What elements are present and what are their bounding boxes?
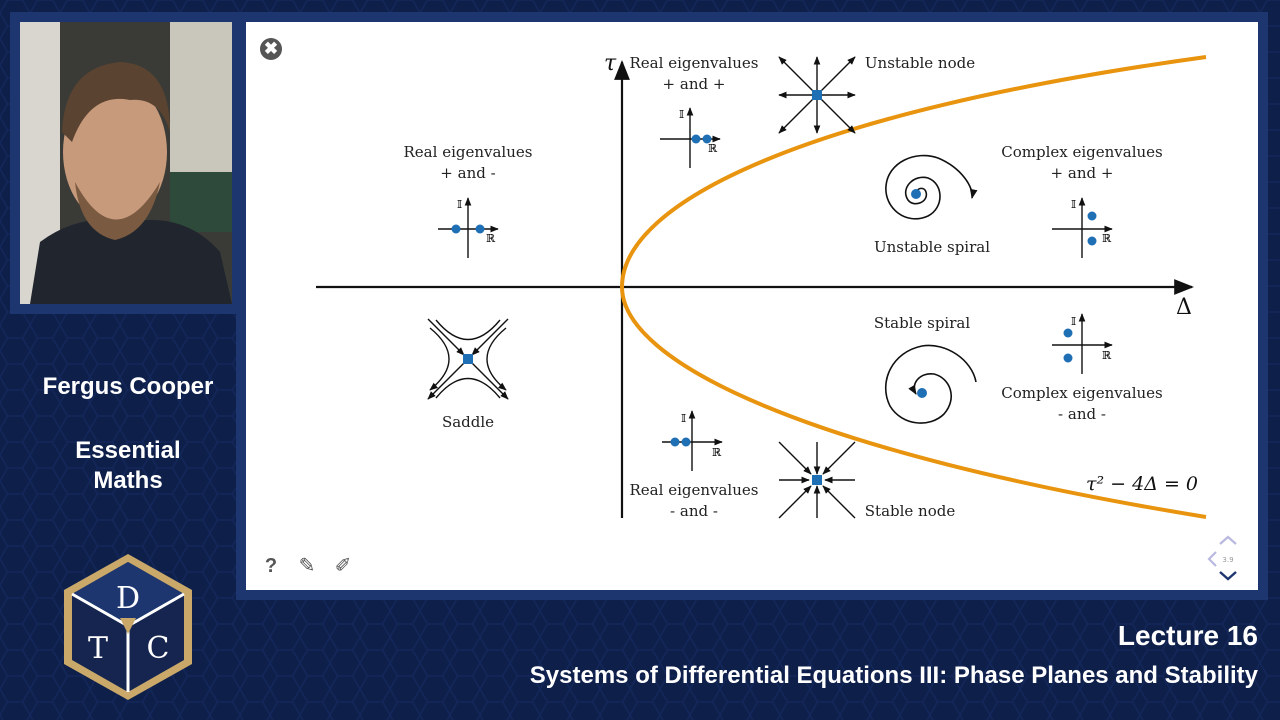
nav-down-icon [1220,572,1236,579]
help-icon[interactable]: ? [258,554,284,578]
label-real-pos-neg: Real eigenvalues + and - [392,142,544,184]
svg-text:ℝ: ℝ [1102,232,1112,245]
svg-text:ℝ: ℝ [708,142,718,155]
course-name: Essential Maths [10,436,246,496]
svg-text:𝕀: 𝕀 [681,412,686,425]
eigen-plot-real-pos-pos: 𝕀 ℝ [660,108,720,168]
lecture-title: Systems of Differential Equations III: P… [530,662,1258,690]
curve-equation: τ² − 4Δ = 0 [1086,473,1198,495]
eigen-plot-complex-pos: 𝕀 ℝ [1052,198,1112,258]
logo-letter-c: C [147,631,170,666]
slide-navigation[interactable]: 3.9 [1204,534,1244,584]
svg-text:𝕀: 𝕀 [1071,315,1076,328]
close-icon[interactable]: ✖ [260,38,282,60]
stable-spiral-portrait [886,345,976,423]
presenter-name: Fergus Cooper [10,372,246,402]
svg-text:ℝ: ℝ [486,232,496,245]
svg-text:𝕀: 𝕀 [1071,198,1076,211]
svg-text:𝕀: 𝕀 [679,108,684,121]
slide-number: 3.9 [1222,556,1233,564]
nav-left-icon [1209,552,1216,566]
unstable-spiral-portrait [886,156,972,219]
slide: τ Δ τ² − 4Δ = 0 𝕀 ℝ 𝕀 ℝ 𝕀 [246,22,1258,590]
label-real-pos-pos: Real eigenvalues + and + [618,53,770,95]
label-saddle: Saddle [428,412,508,433]
eigen-plot-complex-neg: 𝕀 ℝ [1052,314,1112,374]
presenter-image [20,22,232,304]
logo-letter-d: D [116,581,140,616]
eigen-plot-real-pos-neg: 𝕀 ℝ [438,198,498,258]
logo-letter-t: T [88,631,108,666]
lecture-number: Lecture 16 [1118,620,1258,652]
stable-node-portrait [779,442,855,518]
dtc-logo: D T C [62,552,194,702]
label-stable-node: Stable node [858,501,962,522]
presenter-video [20,22,232,304]
label-unstable-spiral: Unstable spiral [866,237,998,258]
webcam-feed [10,12,242,314]
pen-icon[interactable]: ✐ [330,554,356,578]
label-complex-neg: Complex eigenvalues - and - [992,383,1172,425]
label-stable-spiral: Stable spiral [866,313,978,334]
unstable-node-portrait [779,57,855,133]
label-unstable-node: Unstable node [858,53,982,74]
delta-label: Δ [1176,295,1192,320]
edit-icon[interactable]: ✎ [294,554,320,578]
label-complex-pos: Complex eigenvalues + and + [992,142,1172,184]
svg-text:ℝ: ℝ [712,446,722,459]
eigen-plot-real-neg-neg: 𝕀 ℝ [662,411,722,471]
svg-text:𝕀: 𝕀 [457,198,462,211]
saddle-portrait [428,319,508,399]
nav-up-icon [1220,537,1236,544]
svg-text:ℝ: ℝ [1102,349,1112,362]
label-real-neg-neg: Real eigenvalues - and - [618,480,770,522]
tau-label: τ [604,51,617,76]
